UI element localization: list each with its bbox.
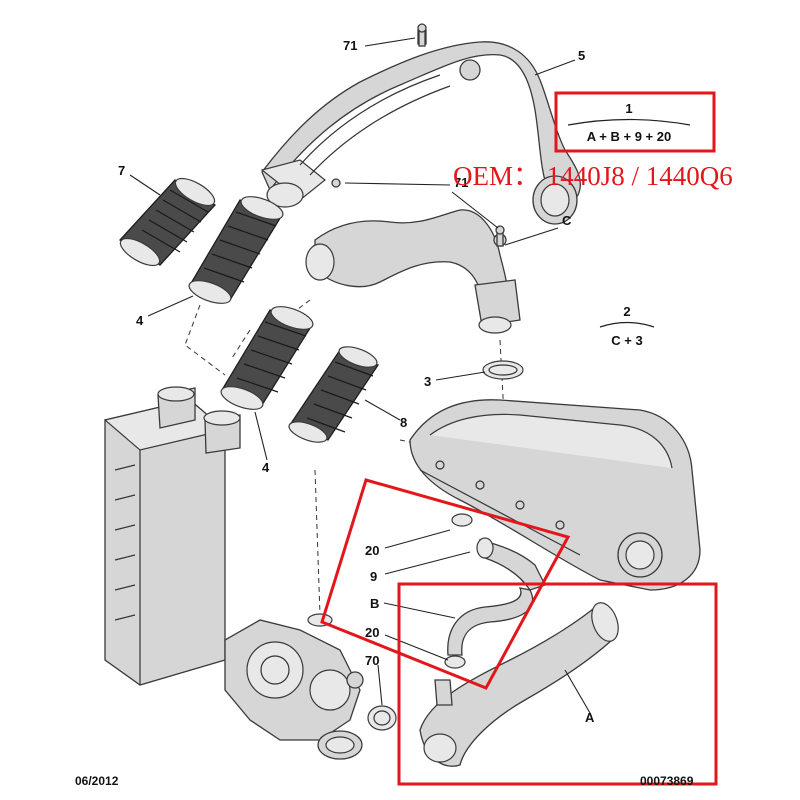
footer-doc-number: 00073869 xyxy=(640,774,694,788)
callout-4-bottom: 4 xyxy=(262,460,270,475)
callout-8: 8 xyxy=(400,415,407,430)
callout-4-left: 4 xyxy=(136,313,144,328)
formula-1-numerator: 1 xyxy=(625,101,632,116)
highlight-box-pipe-A xyxy=(397,582,718,786)
callout-9: 9 xyxy=(370,569,377,584)
formula-2-numerator: 2 xyxy=(623,304,630,319)
callout-20-bottom: 20 xyxy=(365,625,379,640)
hose-4-lower xyxy=(220,306,314,410)
formula-1-denominator: A + B + 9 + 20 xyxy=(587,129,671,144)
hose-7 xyxy=(118,177,217,267)
gasket-70 xyxy=(367,705,397,731)
oem-note: OEM： 1440J8 / 1440Q6 xyxy=(453,161,733,191)
callout-C: C xyxy=(562,213,572,228)
clip-20-top xyxy=(451,513,473,527)
bolt-71-mid xyxy=(331,178,341,188)
intercooler xyxy=(103,386,241,686)
turbocharger xyxy=(224,613,364,760)
callout-7: 7 xyxy=(118,163,125,178)
formula-1: 1 A + B + 9 + 20 xyxy=(554,91,716,153)
intake-pipe-C xyxy=(305,209,521,334)
bolt-71-top xyxy=(417,23,427,47)
intake-pipe-A xyxy=(419,602,619,767)
formula-2-denominator: C + 3 xyxy=(611,333,642,348)
callout-3: 3 xyxy=(424,374,431,389)
hose-9 xyxy=(476,537,546,591)
callout-A: A xyxy=(585,710,595,725)
hose-B xyxy=(447,587,534,656)
bolt-71-right xyxy=(495,225,505,247)
intake-manifold xyxy=(409,399,701,591)
footer-date: 06/2012 xyxy=(75,774,119,788)
highlight-box-hoses xyxy=(320,478,571,690)
callout-70: 70 xyxy=(365,653,379,668)
callout-71-top: 71 xyxy=(343,38,357,53)
hose-4-upper xyxy=(188,196,284,304)
clip-20-bottom xyxy=(444,655,466,669)
hose-8 xyxy=(288,346,379,443)
callout-71-mid: 71 xyxy=(454,175,468,190)
formula-1-highlight-box xyxy=(554,91,716,153)
callout-20-top: 20 xyxy=(365,543,379,558)
formula-2: 2 C + 3 xyxy=(599,304,655,348)
leader-lines xyxy=(129,37,591,714)
callout-B: B xyxy=(370,596,379,611)
intake-pipe-5 xyxy=(260,29,581,225)
callout-5: 5 xyxy=(578,48,585,63)
clamp-3 xyxy=(482,360,524,380)
